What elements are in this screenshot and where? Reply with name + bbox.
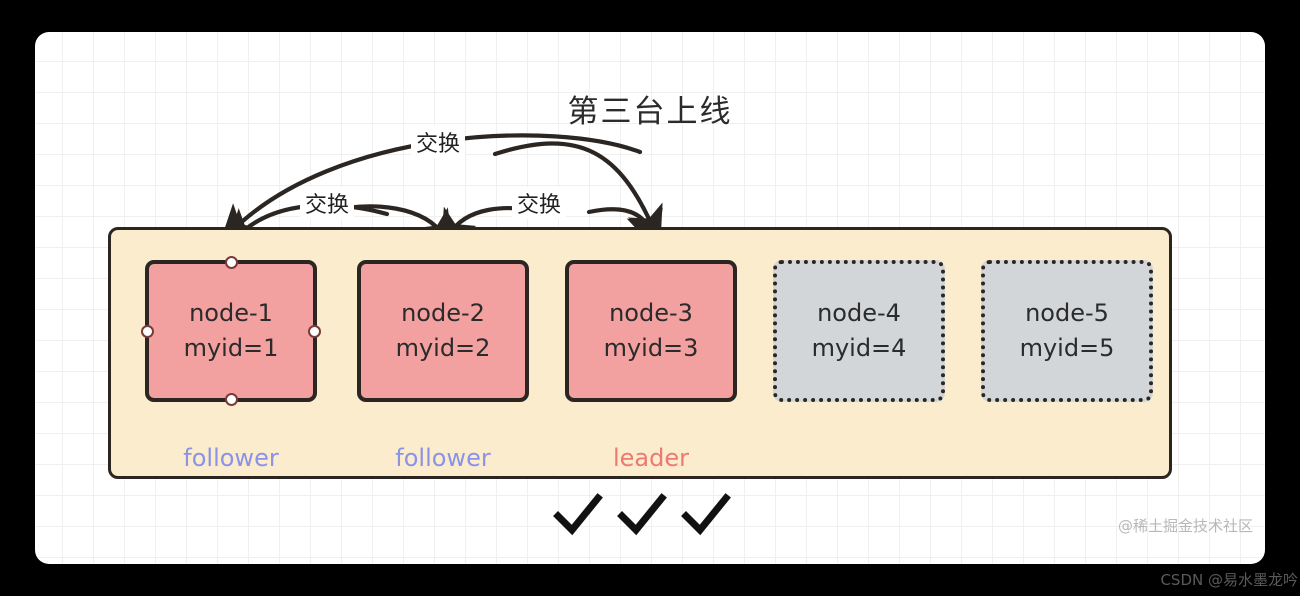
node-role-label-3: leader [612,444,689,472]
node-myid: myid=3 [603,334,699,362]
watermark-juejin: @稀土掘金技术社区 [1117,517,1253,535]
node-box-node-2[interactable]: node-2 myid=2 [357,260,529,402]
cluster-panel: node-1 myid=1 follower node-2 myid=2 fol… [108,227,1172,479]
checkmark-icon-3 [681,493,731,536]
node-slot-5: node-5 myid=5 [981,260,1153,402]
node-myid: myid=5 [1019,334,1115,362]
node-name: node-1 [189,299,273,328]
node-box-node-3[interactable]: node-3 myid=3 [565,260,737,402]
node-slot-4: node-4 myid=4 [773,260,945,402]
arrow-label-exchange-left: 交换 [300,187,355,219]
connection-handle-right-icon[interactable] [308,324,321,338]
node-myid: myid=1 [183,334,279,362]
node-slot-3: node-3 myid=3 leader [565,260,737,472]
checkmark-icon-2 [617,493,667,536]
connection-handle-top-icon[interactable] [224,256,238,269]
connection-handle-left-icon[interactable] [141,324,154,338]
node-slot-2: node-2 myid=2 follower [357,260,529,472]
checkmark-icon-1 [553,493,603,536]
node-myid: myid=4 [811,334,907,362]
arrow-label-exchange-right: 交换 [512,187,567,219]
node-slot-1: node-1 myid=1 follower [141,256,321,472]
connection-handle-bottom-icon[interactable] [224,393,238,406]
watermark-csdn: CSDN @易水墨龙吟 [1160,571,1298,589]
node-name: node-3 [609,299,693,328]
node-box-node-4[interactable]: node-4 myid=4 [773,260,945,402]
node-myid: myid=2 [395,334,491,362]
node-role-label-1: follower [183,444,279,472]
node-name: node-2 [401,299,485,328]
arrow-label-exchange-top: 交换 [411,126,466,158]
node-role-label-2: follower [395,444,491,472]
node-box-node-5[interactable]: node-5 myid=5 [981,260,1153,402]
diagram-title: 第三台上线 [567,94,733,130]
node-name: node-5 [1025,299,1109,328]
diagram-canvas: 第三台上线 交换 交换 交换 [35,32,1265,564]
node-name: node-4 [817,299,901,328]
node-box-node-1[interactable]: node-1 myid=1 [141,256,321,406]
checkmark-group [553,493,731,536]
